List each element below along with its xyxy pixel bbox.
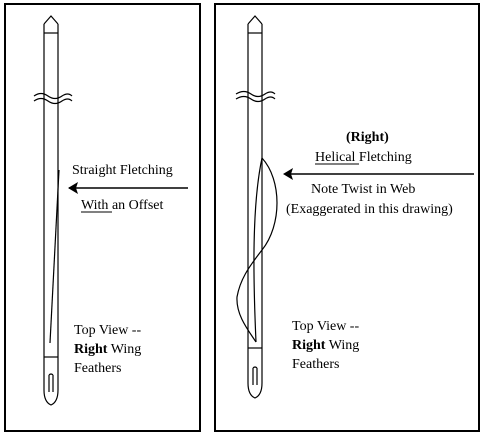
left-fletching-line1: Straight Fletching: [72, 163, 173, 178]
right-break-mark-top: [235, 90, 276, 98]
left-view-line3: Feathers: [74, 361, 121, 376]
right-direction: (Right): [346, 130, 389, 145]
right-right-bold: Right: [292, 338, 326, 353]
right-note-line2: (Exaggerated in this drawing): [286, 202, 453, 217]
right-helical-fletch-web: [253, 157, 263, 343]
right-break-mark-bottom: [235, 95, 276, 103]
left-with-underlined: With: [81, 198, 108, 213]
right-view-line3: Feathers: [292, 357, 339, 372]
right-arrow-tip: [247, 15, 263, 25]
left-view-line1: Top View --: [74, 323, 141, 338]
left-arrow-shaft: [33, 15, 73, 406]
left-break-mark-top: [33, 92, 73, 100]
right-helical-fletch-front: [236, 157, 278, 343]
left-straight-fletch: [49, 169, 60, 344]
left-break-mark-bottom: [33, 97, 73, 105]
left-offset-text: an Offset: [108, 198, 163, 213]
right-panel-frame: [214, 3, 480, 432]
left-nock-bottom: [43, 389, 59, 406]
right-note-line1: Note Twist in Web: [311, 182, 415, 197]
right-fletching: Helical Fletching: [315, 150, 412, 165]
left-fletching-line2: With an Offset: [81, 198, 163, 213]
right-fletching-rest: Fletching: [355, 150, 411, 165]
left-nock-slot: [48, 373, 54, 392]
right-view-line2: Right Wing: [292, 338, 359, 353]
left-right-bold: Right: [74, 342, 108, 357]
left-view-line2: Right Wing: [74, 342, 141, 357]
right-nock-slot: [252, 366, 258, 385]
right-arrow-shaft: [235, 15, 278, 399]
right-view-line1: Top View --: [292, 319, 359, 334]
right-helical-underlined: Helical: [315, 150, 356, 165]
left-wing-text: Wing: [107, 342, 141, 357]
left-panel-frame: [4, 3, 201, 432]
right-nock-bottom: [247, 382, 263, 399]
left-pointer-head: [68, 182, 78, 194]
right-pointer-head: [283, 168, 293, 180]
right-wing-text: Wing: [325, 338, 359, 353]
left-arrow-tip: [43, 15, 59, 25]
